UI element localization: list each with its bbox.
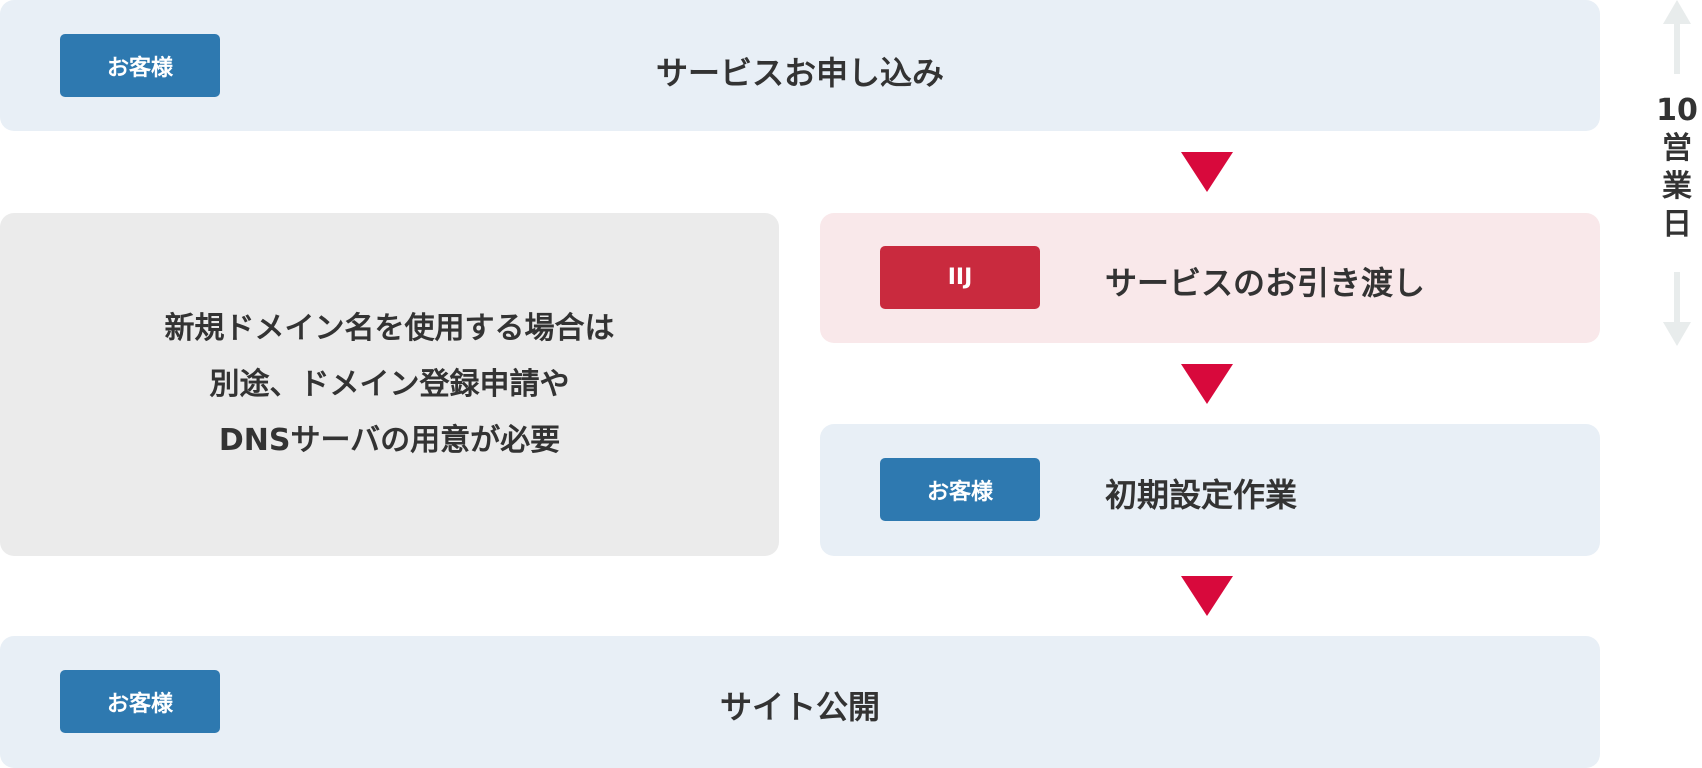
step-label: サービスのお引き渡し: [1105, 264, 1426, 302]
note-line: DNSサーバの用意が必要: [218, 422, 561, 458]
arrow-shaft: [1674, 22, 1680, 74]
duration-char: 日: [1662, 207, 1692, 242]
step-label-text: サービスお申し込み: [655, 54, 944, 92]
step-application: お客様 サービスお申し込み: [0, 0, 1600, 131]
down-arrow-icon: [1181, 364, 1233, 404]
duration-label: 10 営 業 日: [1652, 92, 1702, 244]
step-setup: お客様 初期設定作業: [820, 424, 1600, 556]
duration-number: 10: [1656, 93, 1698, 128]
note-line: 別途、ドメイン登録申請や: [209, 366, 570, 402]
step-label: サイト公開: [719, 688, 880, 726]
step-label: 初期設定作業: [1105, 476, 1298, 514]
duration-char: 業: [1662, 169, 1692, 204]
step-publish: お客様 サイト公開: [0, 636, 1600, 768]
duration-char: 営: [1662, 131, 1692, 166]
note-line: 新規ドメイン名を使用する場合は: [164, 310, 615, 346]
actor-badge: IIJ: [880, 246, 1040, 309]
actor-badge: お客様: [60, 670, 220, 733]
up-arrow-icon: [1663, 0, 1691, 24]
step-label: サービスお申し込み: [0, 48, 1600, 94]
down-arrow-icon: [1663, 322, 1691, 346]
actor-badge: お客様: [880, 458, 1040, 521]
down-arrow-icon: [1181, 576, 1233, 616]
domain-note: 新規ドメイン名を使用する場合は 別途、ドメイン登録申請や DNSサーバの用意が必…: [0, 213, 779, 556]
step-handover: IIJ サービスのお引き渡し: [820, 213, 1600, 343]
actor-badge: お客様: [60, 34, 220, 97]
arrow-shaft: [1674, 272, 1680, 324]
down-arrow-icon: [1181, 152, 1233, 192]
